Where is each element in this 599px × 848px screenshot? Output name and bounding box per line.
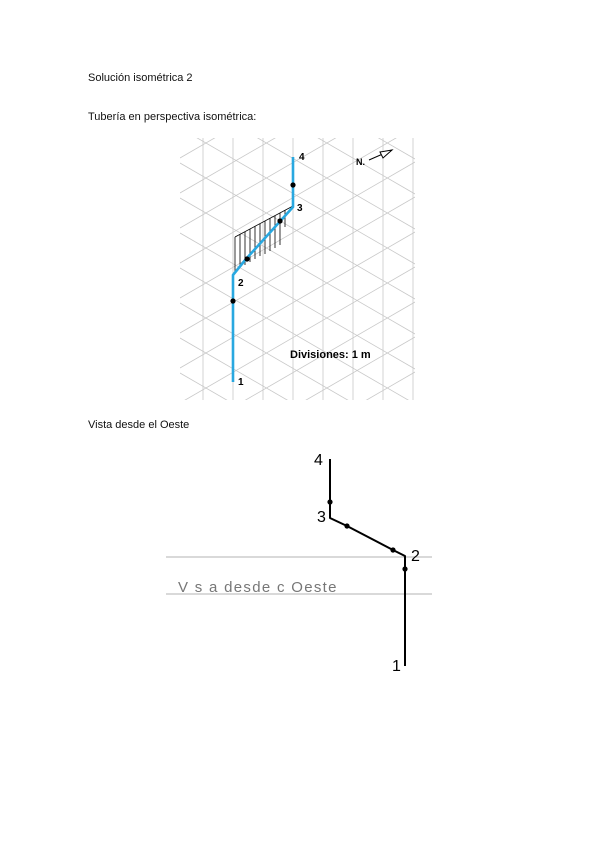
section-heading-isometric: Tubería en perspectiva isométrica: [88,111,257,123]
isometric-pipe-drawing: 1 2 3 4 N. Divisiones: 1 m [180,138,415,400]
west-point-label-1: 1 [392,658,401,675]
pipe-fittings [230,182,296,304]
west-pipe-fittings [327,499,408,572]
west-view-drawing: V s a desde c Oeste 1 2 3 4 [166,452,432,675]
iso-point-label-1: 1 [238,377,244,388]
iso-point-label-3: 3 [297,203,303,214]
iso-point-label-4: 4 [299,152,305,163]
west-point-label-2: 2 [411,548,420,565]
north-label: N. [356,157,365,167]
ground-label: V s a desde c Oeste [178,579,338,596]
divisions-label: Divisiones: 1 m [290,349,371,361]
west-view-pipe [329,459,406,666]
section-heading-west-view: Vista desde el Oeste [88,419,190,431]
west-point-label-4: 4 [314,452,323,469]
west-point-label-3: 3 [317,509,326,526]
north-arrow-icon: N. [356,149,394,167]
isometric-grid [180,138,415,400]
page-title: Solución isométrica 2 [88,72,193,84]
iso-point-label-2: 2 [238,278,244,289]
